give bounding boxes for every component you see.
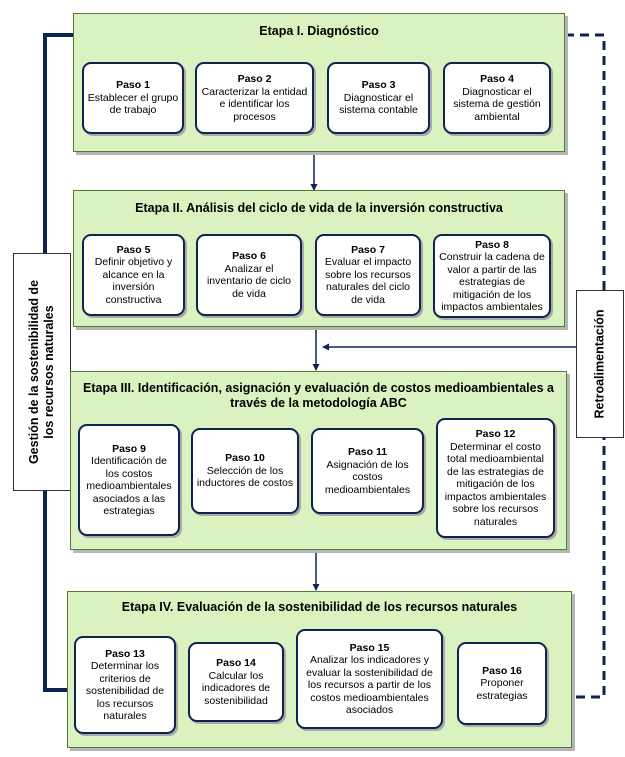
step-10: Paso 10 Selección de los inductores de c… (191, 428, 299, 514)
stage-3-title: Etapa III. Identificación, asignación y … (71, 381, 566, 411)
step-11: Paso 11 Asignación de los costos medioam… (311, 428, 424, 514)
step-7: Paso 7 Evaluar el impacto sobre los recu… (315, 234, 421, 316)
step-5-text: Definir objetivo y alcance en la inversi… (94, 256, 173, 306)
step-16-title: Paso 16 (482, 664, 522, 677)
step-6-title: Paso 6 (232, 250, 266, 262)
step-14: Paso 14 Calcular los indicadores de sost… (188, 642, 284, 722)
step-11-text: Asignación de los costos medioambientale… (324, 458, 411, 496)
management-label-line2: los recursos naturales (42, 305, 56, 439)
step-12: Paso 12 Determinar el costo total medioa… (436, 418, 555, 538)
step-13-text: Determinar los criterios de sostenibilid… (85, 660, 165, 722)
step-8: Paso 8 Construir la cadena de valor a pa… (433, 234, 551, 318)
step-13-title: Paso 13 (105, 647, 145, 660)
step-3: Paso 3 Diagnosticar el sistema contable (327, 62, 430, 134)
step-14-text: Calcular los indicadores de sostenibilid… (201, 669, 271, 707)
management-label: Gestión de la sostenibilidad de los recu… (27, 280, 57, 464)
feedback-label: Retroalimentación (592, 309, 607, 419)
step-6: Paso 6 Analizar el inventario de ciclo d… (196, 234, 302, 316)
stage-1-title: Etapa I. Diagnóstico (259, 24, 379, 38)
step-5: Paso 5 Definir objetivo y alcance en la … (82, 234, 185, 316)
step-15: Paso 15 Analizar los indicadores y evalu… (296, 629, 443, 729)
step-8-text: Construir la cadena de valor a partir de… (439, 251, 545, 313)
step-9: Paso 9 Identificación de los costos medi… (78, 424, 180, 536)
step-9-title: Paso 9 (112, 442, 146, 455)
step-15-text: Analizar los indicadores y evaluar la so… (306, 654, 433, 716)
step-5-title: Paso 5 (116, 243, 151, 256)
step-6-text: Analizar el inventario de ciclo de vida (206, 262, 292, 300)
step-14-title: Paso 14 (216, 657, 256, 669)
stage-4-title: Etapa IV. Evaluación de la sostenibilida… (121, 600, 518, 614)
step-2-text: Caracterizar la entidad e identificar lo… (201, 85, 308, 123)
step-7-title: Paso 7 (351, 243, 385, 256)
step-1-title: Paso 1 (116, 79, 150, 92)
step-1-text: Establecer el grupo de trabajo (87, 91, 179, 117)
step-12-text: Determinar el costo total medioambiental… (444, 440, 547, 528)
step-9-text: Identificación de los costos medioambien… (86, 455, 172, 517)
step-10-text: Selección de los inductores de costos (196, 464, 294, 490)
step-16: Paso 16 Proponer estrategias (457, 642, 547, 725)
step-15-title: Paso 15 (349, 641, 390, 654)
step-1: Paso 1 Establecer el grupo de trabajo (82, 62, 184, 134)
stage-3-title-line2: través de la metodología ABC (230, 396, 407, 410)
step-16-text: Proponer estrategias (476, 677, 528, 702)
step-3-title: Paso 3 (361, 79, 396, 92)
step-12-title: Paso 12 (475, 428, 516, 440)
step-4-title: Paso 4 (480, 73, 514, 85)
step-3-text: Diagnosticar el sistema contable (339, 91, 418, 117)
step-4: Paso 4 Diagnosticar el sistema de gestió… (443, 62, 551, 134)
step-10-title: Paso 10 (225, 452, 265, 465)
management-label-line1: Gestión de la sostenibilidad de (27, 279, 41, 465)
feedback-dashed-line (565, 33, 606, 699)
step-13: Paso 13 Determinar los criterios de sost… (74, 636, 176, 734)
management-label-box: Gestión de la sostenibilidad de los recu… (13, 253, 71, 491)
feedback-label-box: Retroalimentación (576, 290, 624, 438)
step-4-text: Diagnosticar el sistema de gestión ambie… (453, 85, 541, 123)
step-11-title: Paso 11 (347, 446, 388, 458)
step-2-title: Paso 2 (237, 73, 272, 85)
step-2: Paso 2 Caracterizar la entidad e identif… (195, 62, 314, 134)
stage-3-title-line1: Etapa III. Identificación, asignación y … (83, 381, 554, 395)
step-8-title: Paso 8 (475, 238, 509, 251)
stage-2-title: Etapa II. Análisis del ciclo de vida de … (135, 201, 503, 215)
step-7-text: Evaluar el impacto sobre los recursos na… (324, 256, 412, 306)
